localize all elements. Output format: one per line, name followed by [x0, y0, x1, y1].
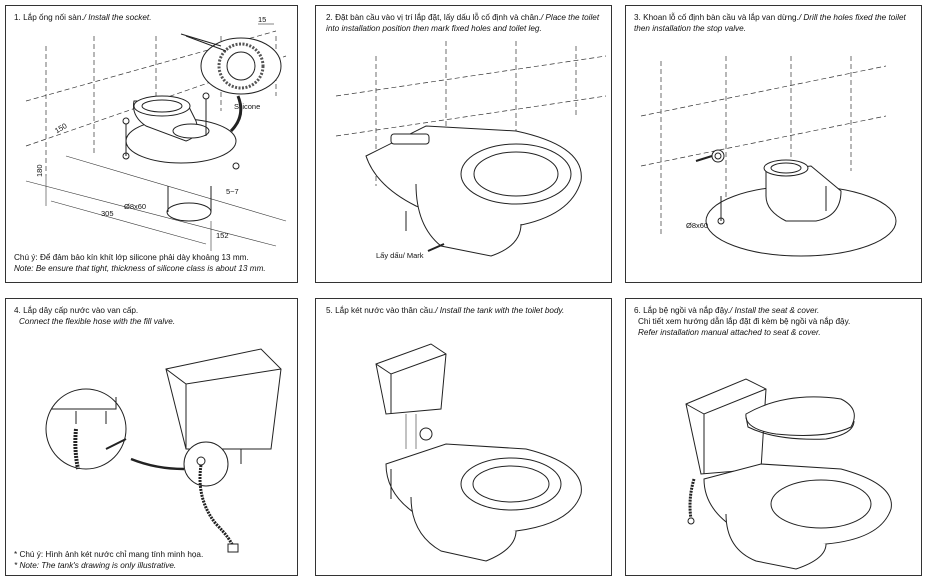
silicone-label: Silicone — [234, 102, 260, 111]
tank-installation-drawing — [375, 343, 582, 562]
step-4-panel: 4. Lắp dây cấp nước vào van cấp. Connect… — [5, 298, 298, 576]
step-6-panel: 6. Lắp bệ ngồi và nắp đậy./ Install the … — [625, 298, 922, 576]
screw-size-label: Ø8x60 — [124, 202, 146, 211]
dim-150: 150 — [53, 121, 68, 135]
seat-cover-drawing — [685, 378, 892, 570]
dim-180: 180 — [35, 164, 44, 177]
step-3-panel: 3. Khoan lỗ cố định bàn cầu và lắp van d… — [625, 5, 922, 283]
step-1-note: Chú ý: Để đảm bảo kín khít lớp silicone … — [14, 253, 266, 273]
step-4-note: * Chú ý: Hình ảnh két nước chỉ mang tính… — [14, 550, 204, 570]
screw-size-label: Ø8x60 — [686, 221, 708, 230]
dim-5-7: 5~7 — [226, 187, 239, 196]
dim-15: 15 — [258, 15, 266, 24]
drill-holes-drawing: Ø8x60 — [640, 56, 897, 257]
step-1-caption: 1. Lắp ống nối sàn./ Install the socket. — [14, 13, 152, 22]
step-2-panel: 2. Đặt bàn cầu vào vị trí lắp đặt, lấy d… — [315, 5, 612, 283]
mark-label: Lấy dấu/ Mark — [376, 251, 424, 260]
dim-152: 152 — [216, 231, 229, 240]
socket-installation-drawing: 305 152 180 150 15 Silicone Ø8x60 5~7 — [25, 15, 287, 251]
hose-connection-drawing — [45, 348, 282, 553]
step-4-caption: 4. Lắp dây cấp nước vào van cấp. Connect… — [14, 306, 176, 326]
toilet-placement-drawing: Lấy dấu/ Mark — [335, 41, 607, 260]
step-6-caption: 6. Lắp bệ ngồi và nắp đậy./ Install the … — [634, 306, 851, 337]
step-2-caption: 2. Đặt bàn cầu vào vị trí lắp đặt, lấy d… — [326, 13, 600, 33]
step-1-panel: 1. Lắp ống nối sàn./ Install the socket.… — [5, 5, 298, 283]
dim-305: 305 — [101, 209, 114, 218]
step-3-caption: 3. Khoan lỗ cố định bàn cầu và lắp van d… — [634, 13, 906, 33]
step-5-caption: 5. Lắp két nước vào thân cầu./ Install t… — [326, 306, 565, 315]
step-5-panel: 5. Lắp két nước vào thân cầu./ Install t… — [315, 298, 612, 576]
